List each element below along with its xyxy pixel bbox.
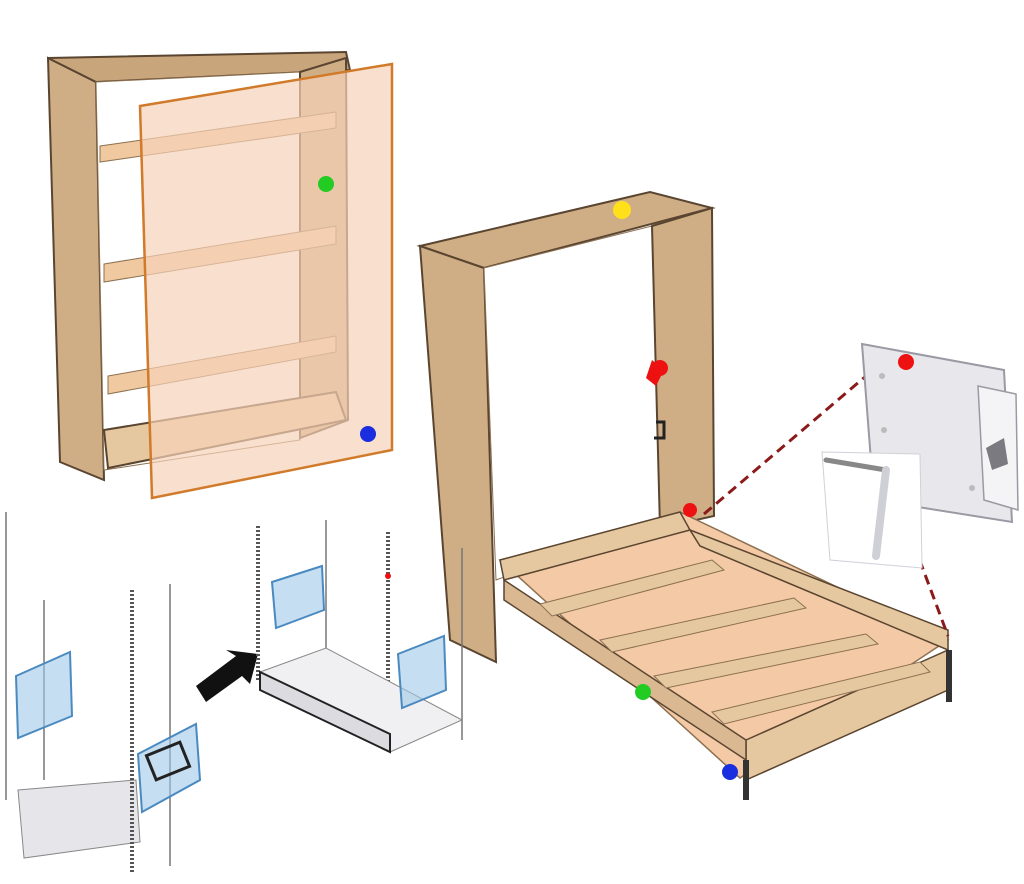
mechanism-detail-panel [703,342,1019,637]
bed-cabinet-left-side [418,244,498,664]
bed-cabinet-right-side [650,206,716,530]
blue-dot-cabinet [360,426,376,442]
green-dot-bed-frame [635,684,651,700]
open-murphy-bed-panel [416,190,952,800]
blue-dot-bed-frame [722,764,738,780]
green-dot-cabinet [318,176,334,192]
bed-slat [711,661,931,725]
bracket-post [872,466,890,560]
bracket-inset-background [821,451,923,569]
mechanism-screw [879,373,885,379]
wall-floor [17,779,141,859]
red-dot-bed-hinge [683,503,697,517]
wall-bracket [14,650,74,740]
installation-steps-panel [5,512,464,872]
bed-slat [598,597,808,653]
cabinet-front-panel [138,62,394,500]
mechanism-screw [969,485,975,491]
wall-bracket-mounted [136,722,202,814]
bed-slat [652,633,880,689]
mechanism-arm [986,438,1008,470]
wall-bracket [396,634,448,710]
bracket-slot [144,740,192,782]
wall-bracket [270,564,326,630]
bracket-pin [823,457,889,473]
closed-cabinet-panel [46,50,394,500]
cabinet-left-side [46,56,106,482]
bed-leg [946,650,952,702]
bed-hinge-hook [654,420,666,440]
red-dot-bed-side [652,360,668,376]
red-dot-rail [385,573,391,579]
step-arrow-icon [196,650,258,702]
bed-leg [743,760,749,800]
step-base-board [259,670,391,754]
mechanism-screw [881,427,887,433]
dashed-link [703,374,867,516]
yellow-dot-bed-top [613,201,631,219]
red-dot-mechanism [898,354,914,370]
bed-slat [539,559,726,617]
